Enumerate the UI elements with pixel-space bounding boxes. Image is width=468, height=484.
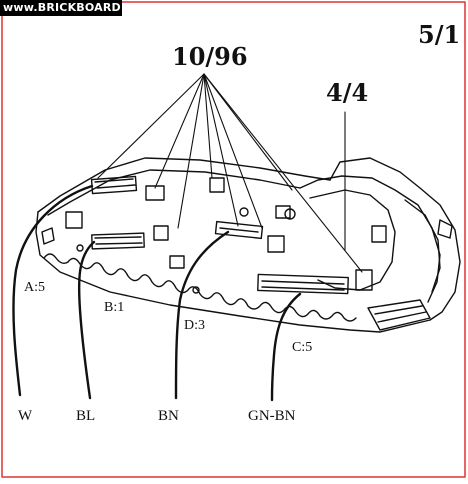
part-reference-side: 4/4 — [326, 78, 369, 107]
wire-color-w: W — [18, 408, 33, 424]
wire-color-gn-bn: GN-BN — [248, 408, 296, 424]
part-reference-main: 10/96 — [172, 42, 248, 71]
callout-lines-10-96 — [97, 73, 363, 273]
page-reference: 5/1 — [418, 20, 461, 49]
page-border — [1, 1, 466, 478]
wire-color-bl: BL — [76, 408, 96, 424]
wire-leads — [12, 184, 302, 402]
wire-color-bn: BN — [158, 408, 179, 424]
instrument-cluster — [35, 157, 461, 333]
connector-label-c: C:5 — [292, 340, 313, 355]
connector-label-d: D:3 — [184, 318, 205, 333]
connector-label-a: A:5 — [24, 280, 45, 295]
connector-label-b: B:1 — [104, 300, 125, 315]
watermark: www.BRICKBOARD.com — [0, 0, 151, 16]
